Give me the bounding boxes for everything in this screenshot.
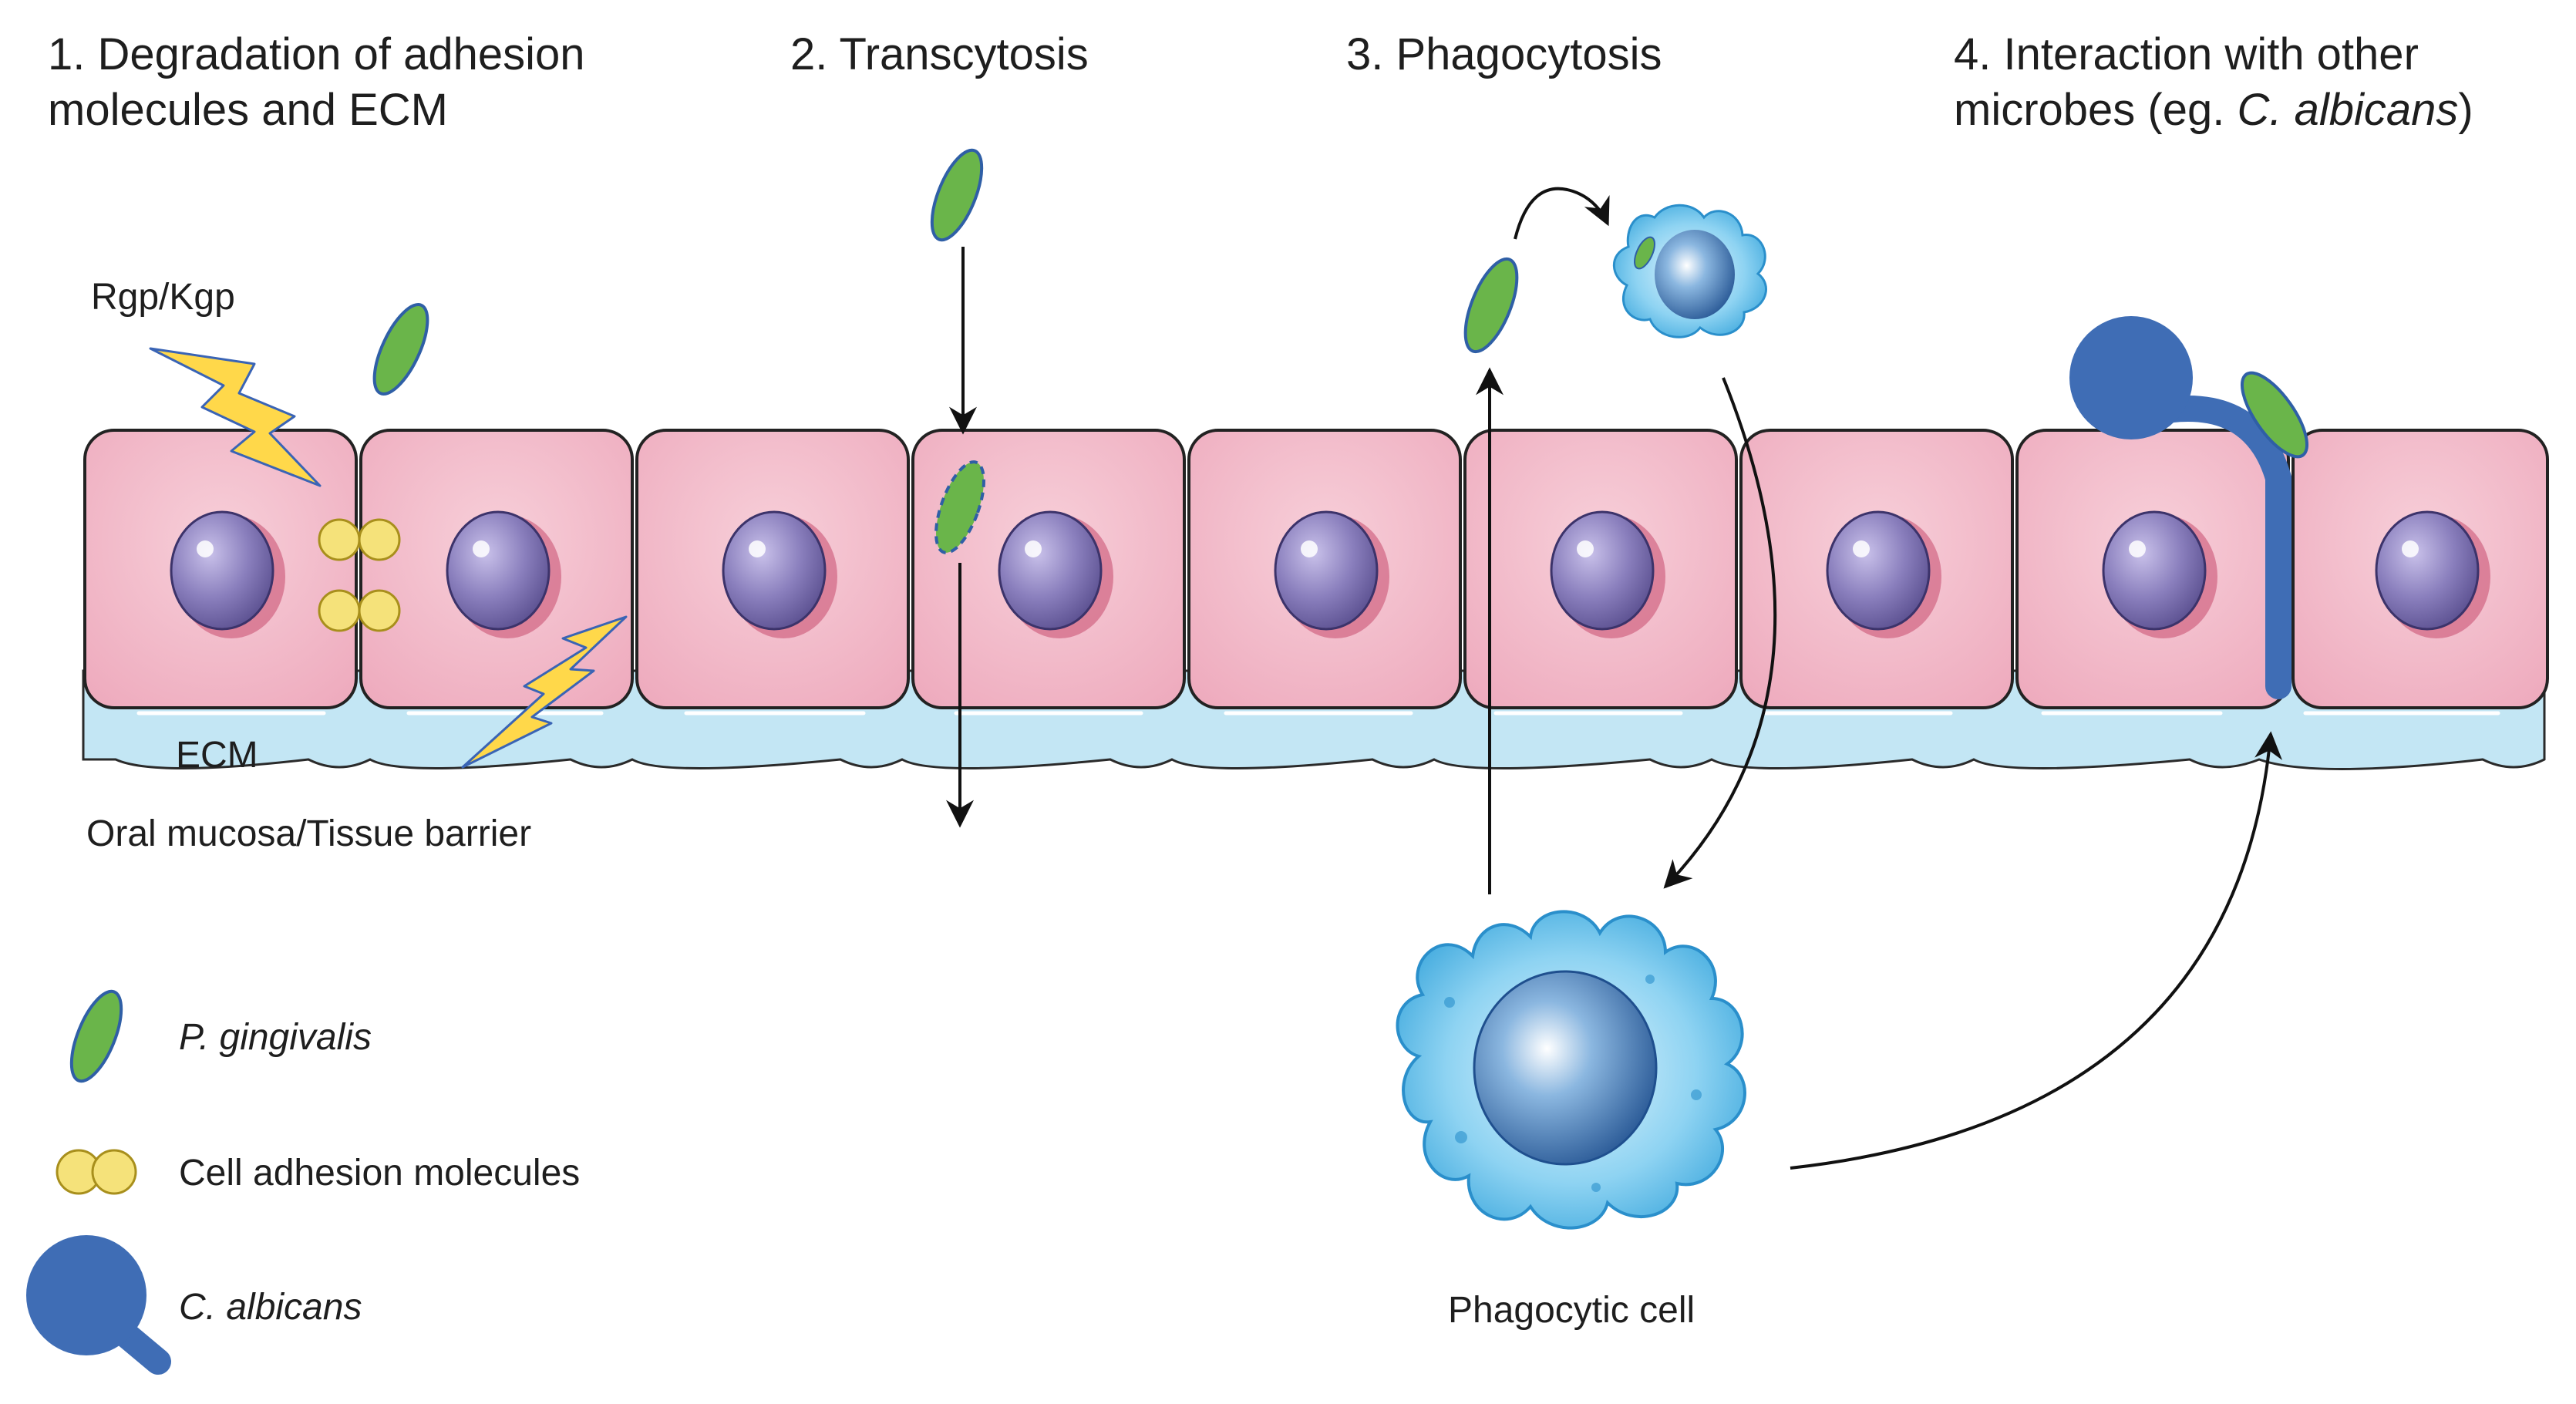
epithelial-cell <box>635 429 910 709</box>
heading-interaction-line1: 4. Interaction with other <box>1954 29 2419 79</box>
c-albicans-icon <box>2069 316 2291 699</box>
legend-adhesion-molecules-icon <box>56 1149 137 1195</box>
epithelial-cell <box>2291 429 2549 709</box>
epithelial-cell <box>1463 429 1738 709</box>
phagocytic-cell <box>1396 910 1746 1230</box>
epithelial-cell <box>911 429 1186 709</box>
p-gingivalis-icon <box>372 303 429 396</box>
adhesion-molecules <box>318 518 401 632</box>
heading-interaction-prefix: microbes (eg. <box>1954 85 2238 135</box>
heading-degradation-line1: 1. Degradation of adhesion <box>48 29 585 79</box>
heading-phagocytosis: 3. Phagocytosis <box>1346 29 1662 79</box>
heading-degradation-line2: molecules and ECM <box>48 85 448 135</box>
heading-interaction-suffix: ) <box>2458 85 2473 135</box>
epithelial-layer <box>83 429 2549 709</box>
legend-c-albicans-label: C. albicans <box>179 1287 362 1328</box>
heading-interaction-species: C. albicans <box>2237 85 2459 135</box>
p-gingivalis-icon <box>1634 236 1655 270</box>
protease-bolt-icon <box>149 347 322 487</box>
protease-label: Rgp/Kgp <box>91 277 235 318</box>
epithelial-cell <box>83 429 358 709</box>
ecm-label: ECM <box>176 735 258 776</box>
barrier-label: Oral mucosa/Tissue barrier <box>86 813 532 854</box>
phagocyte-to-candida-arrow <box>1790 731 2282 1170</box>
legend-p-gingivalis-label: P. gingivalis <box>179 1017 372 1058</box>
protease-bolt-icon <box>461 615 628 769</box>
epithelial-cell <box>1739 429 2014 709</box>
legend-adhesion-molecules-label: Cell adhesion molecules <box>179 1153 581 1194</box>
heading-interaction-line2: microbes (eg. C. albicans) <box>1954 83 2473 137</box>
p-gingivalis-icon <box>934 460 985 554</box>
phagocyte-return-arrow <box>1663 377 1777 889</box>
small-phagocyte <box>1612 204 1767 338</box>
epithelial-cell <box>1187 429 1462 709</box>
legend-c-albicans-icon <box>26 1235 171 1375</box>
legend-p-gingivalis-icon <box>69 989 123 1083</box>
p-gingivalis-icon <box>1463 257 1519 354</box>
p-gingivalis-icon <box>930 148 984 242</box>
engulfment-arrow <box>1514 187 1610 240</box>
epithelial-cell <box>2015 429 2290 709</box>
p-gingivalis-icon <box>2240 371 2309 459</box>
heading-transcytosis: 2. Transcytosis <box>790 29 1089 79</box>
phagocytic-cell-label: Phagocytic cell <box>1448 1290 1695 1331</box>
epithelial-cell <box>359 429 634 709</box>
